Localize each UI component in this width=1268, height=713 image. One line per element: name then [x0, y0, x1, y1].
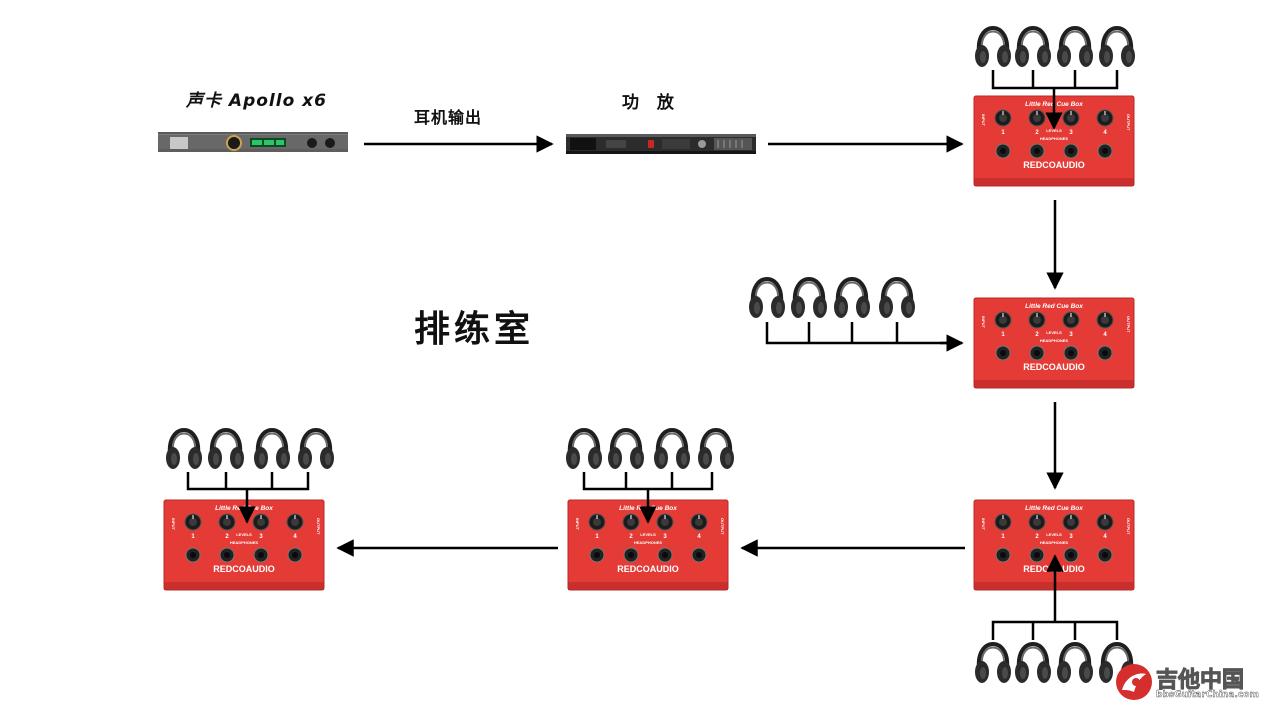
- cue-box-channel-number: 3: [1069, 130, 1073, 136]
- cue-box-input-label: INPUT: [981, 518, 986, 531]
- headphones-icon: [606, 428, 646, 471]
- cue-box-headphones-label: HEADPHONES: [1040, 338, 1069, 343]
- cue-box-headphones-label: HEADPHONES: [634, 540, 663, 545]
- cue-box-channel-number: 4: [1103, 332, 1107, 338]
- headphones-icon: [296, 428, 336, 471]
- cue-box-title: Little Red Cue Box: [1025, 505, 1083, 512]
- cue-box-channel-number: 4: [1103, 130, 1107, 136]
- cue-box-channel-number: 2: [1035, 534, 1039, 540]
- cue-box-levels-label: LEVELS: [1046, 128, 1062, 133]
- amplifier-device: [566, 134, 756, 154]
- apollo-x6-interface: [158, 132, 348, 152]
- cue-box-channel-number: 4: [293, 534, 297, 540]
- cue-box-icon: [164, 500, 324, 590]
- cue-box-title: Little Red Cue Box: [1025, 303, 1083, 310]
- watermark-url: bbsGuitarChina.com: [1156, 690, 1259, 700]
- cue-box-icon: [974, 298, 1134, 388]
- headphones-icon: [252, 428, 292, 471]
- cue-box-channel-number: 1: [1001, 130, 1005, 136]
- cue-box-output-label: OUTPUT: [720, 518, 725, 535]
- headphone-group-5: [164, 428, 336, 524]
- cue-box-output-label: OUTPUT: [1126, 316, 1131, 333]
- cue-box-brand: REDCOAUDIO: [617, 564, 679, 574]
- cue-box-brand: REDCOAUDIO: [1023, 362, 1085, 372]
- headphones-icon: [789, 277, 829, 320]
- cue-box-input-label: INPUT: [171, 518, 176, 531]
- headphones-icon: [164, 428, 204, 471]
- cue-box-channel-number: 2: [1035, 130, 1039, 136]
- cue-box-channel-number: 3: [1069, 332, 1073, 338]
- cue-box-levels-label: LEVELS: [1046, 330, 1062, 335]
- cue-box-brand: REDCOAUDIO: [1023, 160, 1085, 170]
- cue-box-levels-label: LEVELS: [1046, 532, 1062, 537]
- headphones-icon: [1013, 26, 1053, 69]
- headphones-icon: [696, 428, 736, 471]
- cue-box-channel-number: 1: [1001, 534, 1005, 540]
- cue-box-channel-number: 1: [595, 534, 599, 540]
- cue-box-input-label: INPUT: [575, 518, 580, 531]
- headphones-icon: [206, 428, 246, 471]
- cue-box-channel-number: 2: [629, 534, 633, 540]
- headphones-icon: [1055, 26, 1095, 69]
- cue-box-channel-number: 2: [1035, 332, 1039, 338]
- cue-box-channel-number: 3: [663, 534, 667, 540]
- headphones-icon: [1097, 26, 1137, 69]
- sound-card-label: 声卡 Apollo x6: [186, 91, 327, 111]
- watermark: 吉他中国 bbsGuitarChina.com: [1112, 660, 1264, 706]
- cue-box-channel-number: 2: [225, 534, 229, 540]
- cue-box-channel-number: 4: [1103, 534, 1107, 540]
- cue-box-headphones-label: HEADPHONES: [1040, 136, 1069, 141]
- rehearsal-room-label: 排练室: [414, 309, 535, 350]
- cue-box-channel-number: 4: [697, 534, 701, 540]
- cue-box-output-label: OUTPUT: [1126, 518, 1131, 535]
- cue-box-channel-number: 3: [259, 534, 263, 540]
- headphones-icon: [652, 428, 692, 471]
- cue-box-channel-number: 3: [1069, 534, 1073, 540]
- headphone-group-2: [747, 277, 964, 352]
- cue-box-headphones-label: HEADPHONES: [230, 540, 259, 545]
- watermark-text: 吉他中国: [1155, 668, 1245, 694]
- cue-box-brand: REDCOAUDIO: [213, 564, 275, 574]
- headphones-icon: [832, 277, 872, 320]
- headphones-icon: [877, 277, 917, 320]
- cue-box-title: Little Red Cue Box: [215, 505, 273, 512]
- cue-box-channel-number: 1: [1001, 332, 1005, 338]
- cue-box-input-label: INPUT: [981, 114, 986, 127]
- headphones-icon: [747, 277, 787, 320]
- cue-box-levels-label: LEVELS: [236, 532, 252, 537]
- headphones-icon: [973, 26, 1013, 69]
- headphones-icon: [1055, 642, 1095, 685]
- cue-box-levels-label: LEVELS: [640, 532, 656, 537]
- cue-box-input-label: INPUT: [981, 316, 986, 329]
- cue-box-output-label: OUTPUT: [1126, 114, 1131, 131]
- cue-box-output-label: OUTPUT: [316, 518, 321, 535]
- cue-box-channel-number: 1: [191, 534, 195, 540]
- headphones-icon: [973, 642, 1013, 685]
- headphones-icon: [1013, 642, 1053, 685]
- headphone-group-1: [973, 26, 1137, 130]
- headphone-output-label: 耳机输出: [414, 108, 483, 127]
- headphone-group-4: [564, 428, 736, 524]
- amplifier-label: 功 放: [622, 93, 680, 113]
- headphones-icon: [564, 428, 604, 471]
- guitar-logo-icon: [1116, 664, 1152, 700]
- cue-box-headphones-label: HEADPHONES: [1040, 540, 1069, 545]
- headphone-group-3: [973, 554, 1137, 685]
